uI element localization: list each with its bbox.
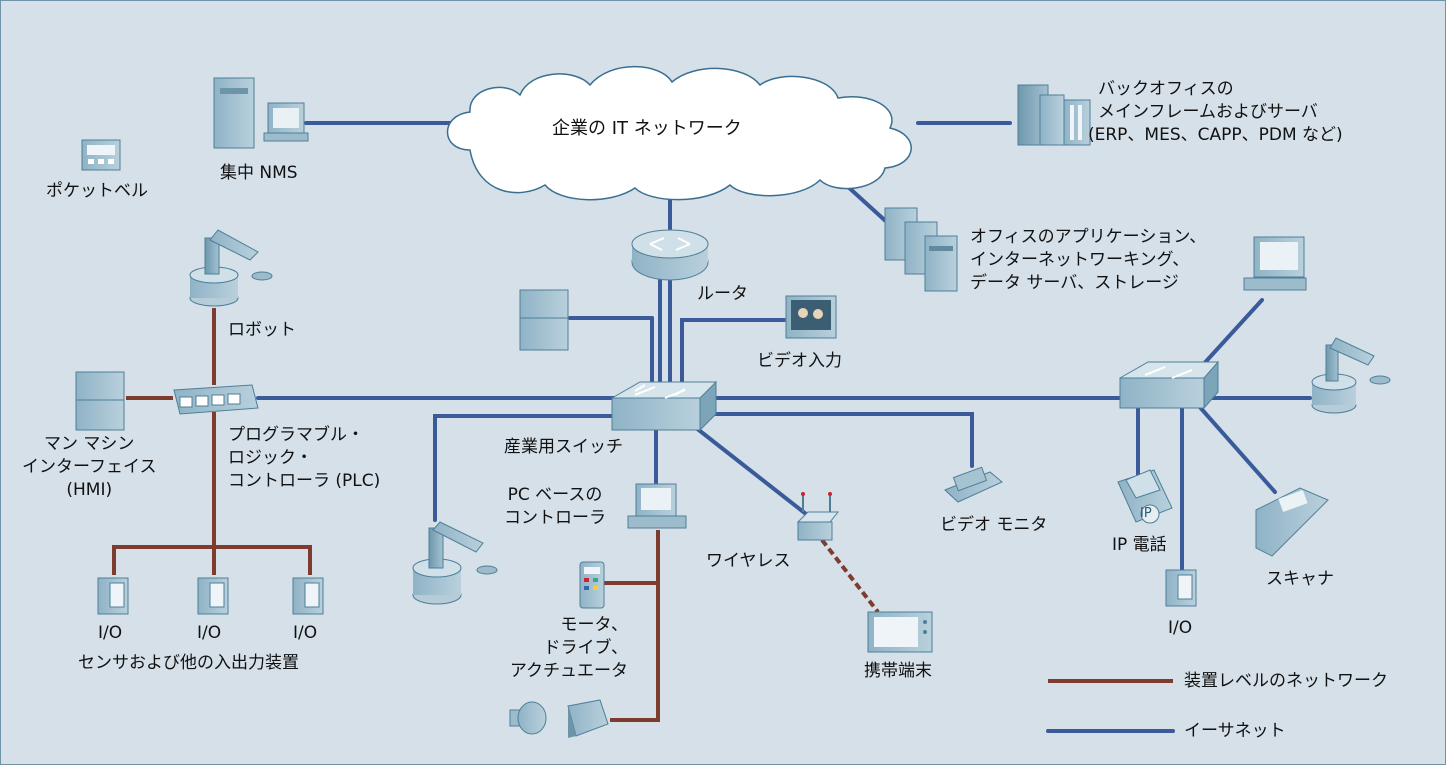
io-module-icon xyxy=(292,577,324,615)
scanner-label: スキャナ xyxy=(1266,569,1334,589)
hmi-icon xyxy=(75,371,125,431)
robot-icon xyxy=(189,229,273,307)
plc-label-line: プログラマブル・ xyxy=(228,425,364,445)
io-label: I/O xyxy=(1168,618,1193,638)
hmi-label-line: (HMI) xyxy=(66,480,113,500)
ip-phone-label: IP 電話 xyxy=(1112,535,1167,555)
io-module-icon xyxy=(97,577,129,615)
router-label: ルータ xyxy=(697,284,748,304)
video-monitor-label: ビデオ モニタ xyxy=(940,515,1048,535)
industrial-switch-icon xyxy=(611,380,717,432)
link-switch-scanner xyxy=(1196,403,1277,494)
plc-label: プログラマブル・ ロジック・ コントローラ (PLC) xyxy=(228,424,380,493)
plc-icon xyxy=(173,384,259,415)
pager-icon xyxy=(81,139,121,171)
pc-controller-label-line: PC ベースの xyxy=(507,485,603,505)
link-pc-actuators xyxy=(610,530,660,722)
motor-drive-icon xyxy=(579,561,605,609)
wireless-ap-icon xyxy=(796,492,840,541)
motor-label-line: モータ、 xyxy=(560,615,629,635)
office-label: オフィスのアプリケーション、 インターネットワーキング、 データ サーバ、ストレ… xyxy=(970,226,1206,295)
nms-label: 集中 NMS xyxy=(220,163,298,183)
server-icon xyxy=(519,289,569,351)
switch-icon xyxy=(1119,360,1219,410)
wireless-label: ワイヤレス xyxy=(706,551,791,571)
video-input-icon xyxy=(785,295,837,339)
video-camera-icon xyxy=(944,466,1003,503)
backoffice-label: バックオフィスの メインフレームおよびサーバ (ERP、MES、CAPP、PDM… xyxy=(1088,78,1343,147)
ip-phone-icon xyxy=(1117,469,1173,524)
plc-label-line: ロジック・ xyxy=(228,448,313,468)
io-label: I/O xyxy=(293,623,318,643)
io-label: I/O xyxy=(98,623,123,643)
pc-controller-label: PC ベースの コントローラ xyxy=(504,484,606,530)
nms-monitor-icon xyxy=(263,102,309,142)
office-servers-icon xyxy=(884,207,958,292)
actuator-icon xyxy=(567,699,609,738)
video-input-label: ビデオ入力 xyxy=(757,351,842,371)
workstation-icon xyxy=(1243,236,1307,291)
link-switch-video-input xyxy=(680,318,786,387)
link-switch-wireless xyxy=(684,418,808,516)
link-switch-videomonitor xyxy=(690,412,974,468)
pc-controller-icon xyxy=(627,483,687,529)
motor-label: モータ、 ドライブ、 アクチュエータ xyxy=(488,614,628,683)
legend-device-level: 装置レベルのネットワーク xyxy=(1184,671,1388,691)
ip-badge: IP xyxy=(1140,506,1152,521)
motor-label-line: アクチュエータ xyxy=(509,661,628,681)
pager-label: ポケットベル xyxy=(46,181,148,201)
io-module-icon xyxy=(197,577,229,615)
backoffice-label-line: (ERP、MES、CAPP、PDM など) xyxy=(1088,125,1343,145)
ethernet-links xyxy=(256,121,1312,733)
link-wireless-handheld xyxy=(820,538,880,614)
io-label: I/O xyxy=(197,623,222,643)
robot-label: ロボット xyxy=(228,320,296,340)
device-level-links xyxy=(112,308,1173,722)
router-icon xyxy=(631,229,709,281)
office-label-line: オフィスのアプリケーション、 xyxy=(970,227,1207,247)
sensors-label: センサおよび他の入出力装置 xyxy=(78,653,299,673)
cloud-label: 企業の IT ネットワーク xyxy=(552,118,742,139)
cloud-icon xyxy=(446,65,912,201)
robot-lower-icon xyxy=(412,521,498,605)
pc-controller-label-line: コントローラ xyxy=(504,508,606,528)
motor-icon xyxy=(509,701,547,735)
switch-label: 産業用スイッチ xyxy=(504,437,623,457)
io-module-icon xyxy=(1165,569,1197,607)
plc-label-line: コントローラ (PLC) xyxy=(228,471,381,491)
backoffice-label-line: バックオフィスの xyxy=(1098,79,1234,99)
motor-label-line: ドライブ、 xyxy=(543,638,629,658)
handheld-label: 携帯端末 xyxy=(864,661,932,681)
link-switch-workstation xyxy=(1198,298,1264,370)
hmi-label-line: マン マシン xyxy=(44,434,135,454)
hmi-label-line: インターフェイス xyxy=(22,457,157,477)
legend-ethernet: イーサネット xyxy=(1184,721,1286,741)
nms-server-icon xyxy=(213,77,255,149)
office-label-line: データ サーバ、ストレージ xyxy=(970,273,1179,293)
hmi-label: マン マシン インターフェイス (HMI) xyxy=(22,433,156,502)
handheld-terminal-icon xyxy=(867,611,933,653)
office-label-line: インターネットワーキング、 xyxy=(970,250,1190,270)
link-switch-robot2 xyxy=(433,414,614,522)
backoffice-servers-icon xyxy=(1017,84,1091,146)
backoffice-label-line: メインフレームおよびサーバ xyxy=(1098,102,1318,122)
scanner-icon xyxy=(1255,487,1329,557)
robot-right-icon xyxy=(1311,337,1391,414)
